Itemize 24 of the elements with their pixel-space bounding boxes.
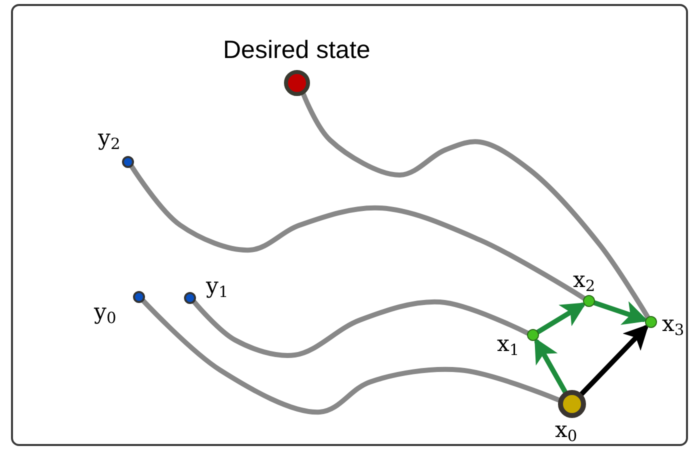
state-point	[583, 295, 595, 307]
trajectory-line	[301, 92, 650, 320]
start-point	[133, 291, 145, 303]
point-label: x$_{0}$	[555, 420, 578, 444]
goal-point	[284, 70, 310, 96]
trajectory-line	[140, 298, 562, 414]
point-label: x$_{2}$	[573, 270, 596, 294]
initial-state-point	[558, 390, 586, 418]
start-point	[122, 156, 134, 168]
point-label: x$_{3}$	[662, 314, 684, 338]
arrow	[579, 324, 649, 396]
state-point	[645, 316, 657, 328]
point-label: x$_{1}$	[497, 334, 520, 358]
point-label: y$_{2}$	[98, 128, 120, 152]
point-label: y$_{0}$	[94, 302, 116, 326]
start-point	[184, 292, 196, 304]
point-label: y$_{1}$	[206, 276, 228, 300]
arrow	[534, 338, 568, 394]
trajectory-line	[129, 164, 586, 301]
point-label: Desired state	[223, 38, 370, 63]
arrow	[536, 302, 586, 334]
arrow	[592, 300, 648, 325]
state-point	[527, 329, 539, 341]
trajectory-line	[192, 299, 530, 358]
